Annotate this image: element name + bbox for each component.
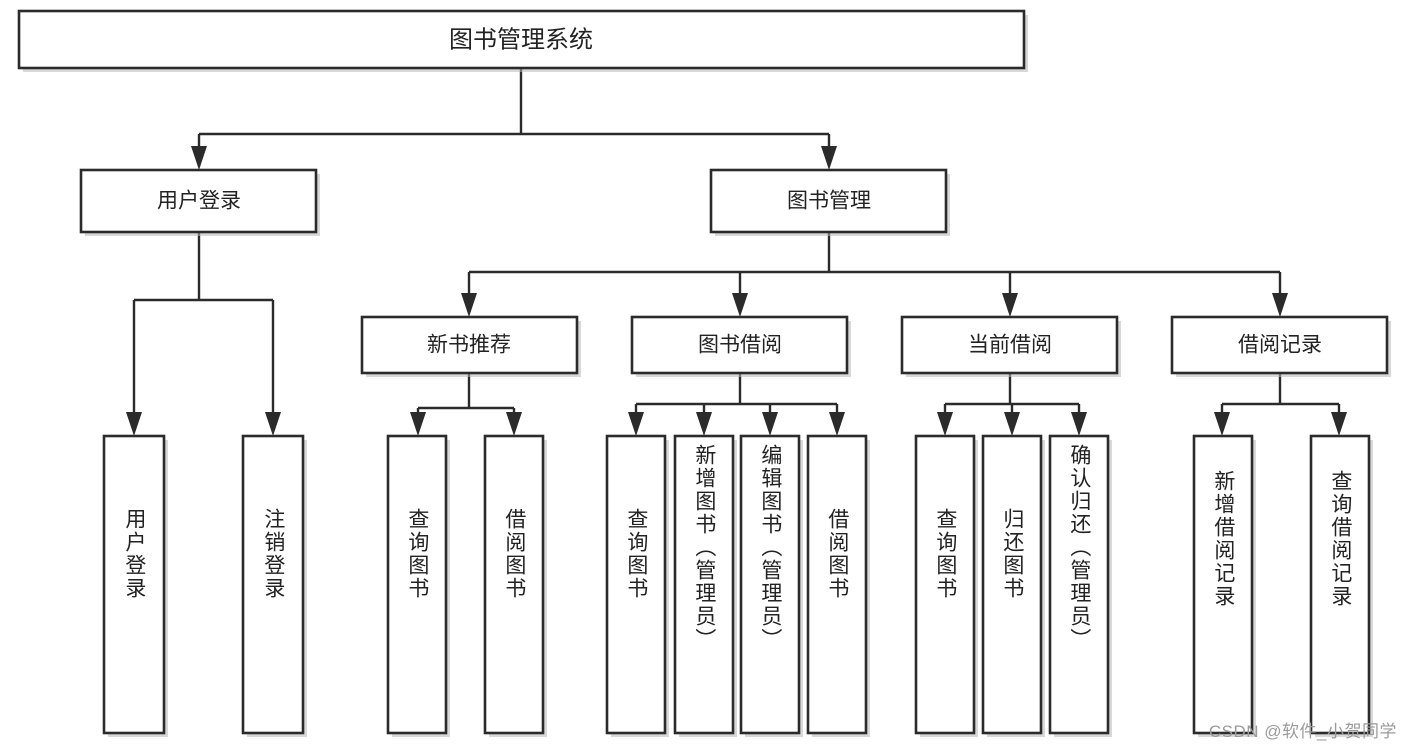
node-box-current-borrow[interactable] (900, 315, 1119, 375)
node-box-user-login[interactable] (79, 168, 318, 234)
node-box-leaf-cb-return[interactable] (981, 434, 1043, 735)
arrow-to-leaf-cb-query (937, 412, 953, 436)
node-box-leaf-cb-confirm[interactable] (1048, 434, 1110, 735)
node-box-leaf-user-login[interactable] (102, 434, 166, 735)
csdn-watermark: CSDN @软件_小贺同学 (1208, 722, 1397, 741)
arrow-to-user-login (191, 146, 207, 170)
node-box-leaf-br-add[interactable] (1192, 434, 1254, 735)
node-box-leaf-bb-edit[interactable] (739, 434, 801, 735)
arrow-to-leaf-cb-confirm (1071, 412, 1087, 436)
node-box-leaf-logout[interactable] (241, 434, 305, 735)
arrow-to-book-manage (821, 146, 837, 170)
node-layer: 图书管理系统 用户登录 图书管理 新书推荐 图书借阅 当前借阅 借阅记录 (17, 9, 1391, 737)
connector-userlogin-to-leaves (132, 232, 275, 424)
arrow-to-borrow-record (1272, 293, 1288, 317)
arrow-to-leaf-br-add (1214, 412, 1230, 436)
arrow-to-leaf-bb-query (628, 412, 644, 436)
arrow-to-leaf-bb-add (696, 412, 712, 436)
connector-root-to-level2 (197, 68, 831, 158)
node-box-leaf-nb-query[interactable] (386, 434, 448, 735)
arrow-to-leaf-bb-edit (762, 412, 778, 436)
arrow-to-leaf-logout (265, 412, 281, 436)
connector-newbook-to-leaves (416, 374, 516, 424)
arrow-to-new-book-recommend (461, 293, 477, 317)
arrow-to-leaf-cb-return (1004, 412, 1020, 436)
node-label-book-borrow: 图书借阅 (698, 334, 782, 357)
node-box-leaf-nb-borrow[interactable] (483, 434, 545, 735)
arrow-to-leaf-bb-borrow (829, 412, 845, 436)
node-box-root[interactable] (17, 9, 1026, 70)
node-box-borrow-record[interactable] (1170, 315, 1389, 375)
arrow-to-current-borrow (1002, 293, 1018, 317)
node-box-leaf-bb-query[interactable] (605, 434, 667, 735)
node-box-leaf-bb-add[interactable] (673, 434, 735, 735)
node-label-user-login: 用户登录 (157, 190, 241, 213)
connector-bookmanage-to-level3 (467, 232, 1282, 304)
arrow-to-leaf-nb-borrow (506, 412, 522, 436)
node-label-book-manage: 图书管理 (787, 190, 871, 213)
arrow-to-leaf-nb-query (410, 412, 426, 436)
connector-borrowrecord-to-leaves (1220, 374, 1341, 424)
node-box-new-book-recommend[interactable] (360, 315, 579, 375)
arrow-to-leaf-user-login (126, 412, 142, 436)
node-label-borrow-record: 借阅记录 (1238, 334, 1322, 357)
connector-layer (126, 68, 1347, 436)
node-box-leaf-bb-borrow[interactable] (806, 434, 868, 735)
node-box-leaf-cb-query[interactable] (914, 434, 976, 735)
node-box-leaf-br-query[interactable] (1309, 434, 1371, 735)
connector-bookborrow-to-leaves (634, 374, 839, 424)
node-box-book-manage[interactable] (709, 168, 948, 234)
node-box-book-borrow[interactable] (630, 315, 849, 375)
node-label-current-borrow: 当前借阅 (968, 334, 1052, 357)
arrow-to-leaf-br-query (1331, 412, 1347, 436)
node-label-root: 图书管理系统 (449, 26, 593, 53)
node-label-new-book-recommend: 新书推荐 (427, 334, 511, 357)
arrow-to-book-borrow (732, 293, 748, 317)
